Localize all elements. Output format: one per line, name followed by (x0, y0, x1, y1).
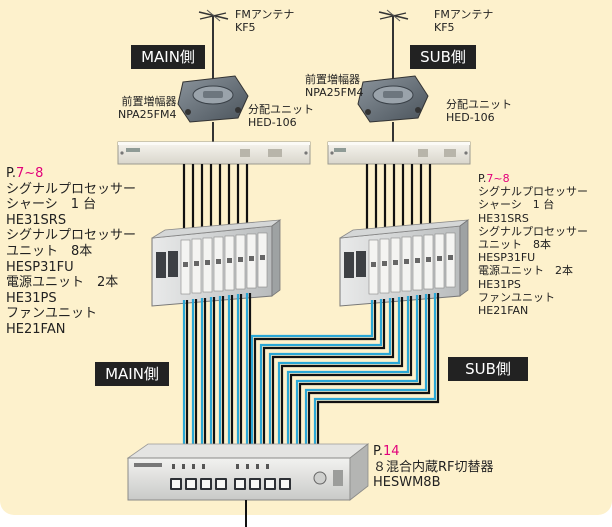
sub-preamp-icon (357, 75, 429, 123)
main-chassis-model: HE31SRS (6, 212, 67, 228)
switcher-description: P.14 ８混合内蔵RF切替器 HESWM8B (373, 444, 494, 491)
sub-antenna-label: FMアンテナ KF5 (434, 8, 493, 34)
main-preamp-label: 前置増幅器 NPA25FM4 (118, 95, 177, 121)
sub-preamp-type: 前置増幅器 (305, 73, 360, 86)
sub-fan-unit: ファンユニット (478, 290, 555, 304)
sub-divider-cables (365, 164, 432, 232)
main-antenna-label: FMアンテナ KF5 (235, 8, 294, 34)
sub-output-cables (250, 293, 440, 452)
sub-chassis-qty: シャーシ 1 台 (478, 198, 555, 212)
sub-chassis-model: HE31SRS (478, 211, 529, 225)
main-processor-page-ref: P.7~8 (6, 166, 44, 181)
sub-unit-name: シグナルプロセッサー (478, 224, 588, 238)
sub-power-unit: 電源ユニット 2本 (478, 264, 573, 278)
sub-divider-label: 分配ユニット HED-106 (446, 98, 512, 124)
sub-antenna-model: KF5 (434, 21, 455, 35)
sub-antenna-type: FMアンテナ (434, 8, 494, 21)
sub-unit-model: HESP31FU (478, 251, 536, 265)
sub-processor-chassis-icon (339, 219, 470, 307)
sub-side-badge-bottom: SUB側 (448, 357, 528, 381)
sub-divider-model: HED-106 (446, 111, 495, 125)
main-antenna-icon (198, 9, 229, 62)
sub-processor-description: P.7~8 シグナルプロセッサー シャーシ 1 台 HE31SRS シグナルプロ… (478, 172, 588, 317)
switcher-name: ８混合内蔵RF切替器 (373, 459, 494, 475)
main-processor-chassis-icon (151, 219, 282, 307)
sub-preamp-label: 前置増幅器 NPA25FM4 (305, 73, 364, 99)
main-antenna-type: FMアンテナ (235, 8, 295, 21)
main-divider-cables (182, 164, 249, 232)
main-fan-unit: ファンユニット (6, 306, 98, 322)
sub-processor-page-ref: P.7~8 (478, 172, 510, 185)
switcher-model: HESWM8B (373, 475, 441, 491)
main-unit-qty: ユニット 8本 (6, 243, 93, 259)
main-unit-name: シグナルプロセッサー (6, 228, 137, 244)
main-unit-model: HESP31FU (6, 259, 74, 275)
main-preamp-type: 前置増幅器 (121, 95, 177, 108)
sub-side-badge-top: SUB側 (410, 45, 476, 69)
rf-switcher-icon (126, 443, 370, 501)
main-power-model: HE31PS (6, 290, 57, 306)
main-output-cables (182, 293, 252, 452)
sub-antenna-icon (378, 9, 409, 62)
sub-unit-qty: ユニット 8本 (478, 238, 551, 252)
main-chassis-qty: シャーシ 1 台 (6, 197, 97, 213)
main-divider-type: 分配ユニット (248, 103, 314, 116)
switcher-page-ref: P.14 (373, 444, 400, 459)
main-preamp-icon (177, 75, 249, 123)
main-divider-label: 分配ユニット HED-106 (248, 103, 314, 129)
sub-divider-unit-icon (327, 141, 471, 165)
main-chassis-name: シグナルプロセッサー (6, 181, 137, 197)
main-preamp-model: NPA25FM4 (118, 108, 177, 122)
main-side-badge-bottom: MAIN側 (95, 362, 169, 386)
sub-fan-model: HE21FAN (478, 304, 529, 318)
sub-divider-type: 分配ユニット (446, 98, 512, 111)
sub-chassis-name: シグナルプロセッサー (478, 185, 588, 199)
main-power-unit: 電源ユニット 2本 (6, 275, 119, 291)
main-processor-description: P.7~8 シグナルプロセッサー シャーシ 1 台 HE31SRS シグナルプロ… (6, 166, 136, 338)
main-side-badge-top: MAIN側 (131, 45, 205, 69)
sub-preamp-model: NPA25FM4 (305, 86, 364, 100)
main-divider-unit-icon (117, 141, 311, 165)
main-fan-model: HE21FAN (6, 321, 66, 337)
main-divider-model: HED-106 (248, 116, 297, 130)
main-antenna-model: KF5 (235, 21, 256, 35)
sub-power-model: HE31PS (478, 277, 521, 291)
